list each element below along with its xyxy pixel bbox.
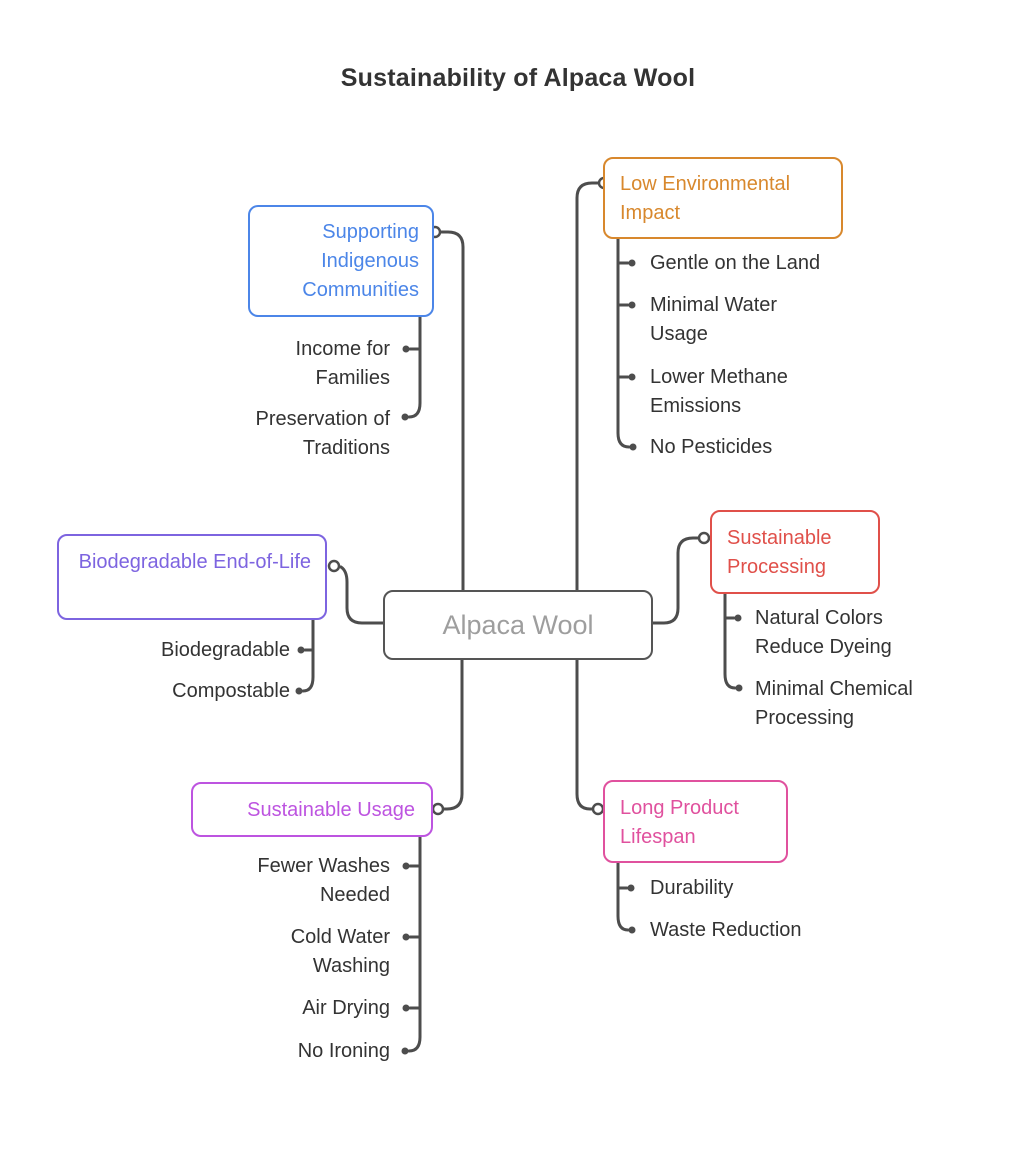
branch-label: Sustainable Usage: [247, 799, 415, 821]
branch-label: Low Environmental Impact: [620, 173, 791, 224]
center-node-alpaca-wool: Alpaca Wool: [383, 590, 653, 660]
leaf-natural-colors-reduce-dyeing: Natural Colors Reduce Dyeing: [755, 607, 892, 658]
center-node-label: Alpaca Wool: [442, 609, 594, 640]
branch-box-supporting-indigenous-communities: Supporting Indigenous Communities: [248, 205, 434, 317]
edge-center-to-lifespan: [575, 658, 594, 811]
leaf-air-drying: Air Drying: [302, 997, 390, 1019]
leaf-minimal-chemical-processing: Minimal Chemical Processing: [755, 678, 913, 729]
spine-lifespan: [616, 859, 630, 932]
leaf-no-pesticides: No Pesticides: [650, 436, 773, 458]
spine-usage: [407, 835, 422, 1053]
leaf-biodegradable: Biodegradable: [161, 639, 290, 661]
leaf-fewer-washes-needed: Fewer Washes Needed: [257, 855, 390, 906]
edge-center-to-biodegradable: [339, 565, 385, 625]
branch-box-biodegradable-end-of-life: Biodegradable End-of-Life: [57, 534, 327, 620]
leaf-gentle-on-the-land: Gentle on the Land: [650, 252, 821, 274]
spine-biodegradable: [301, 618, 315, 693]
branch-label: Long Product Lifespan: [620, 797, 739, 848]
leaf-durability: Durability: [650, 877, 734, 899]
leaf-lower-methane-emissions: Lower Methane Emissions: [650, 366, 788, 417]
branch-label: Supporting Indigenous Communities: [302, 221, 419, 301]
spine-processing: [723, 592, 737, 690]
branch-box-sustainable-usage: Sustainable Usage: [191, 782, 433, 837]
leaf-income-for-families: Income for Families: [295, 338, 390, 389]
branch-label: Biodegradable End-of-Life: [78, 551, 311, 573]
leaf-waste-reduction: Waste Reduction: [650, 919, 802, 941]
edge-center-to-processing: [651, 536, 700, 625]
leaf-no-ironing: No Ironing: [297, 1040, 390, 1062]
branch-box-long-product-lifespan: Long Product Lifespan: [603, 780, 788, 863]
edge-center-to-environment: [575, 181, 600, 592]
leaf-minimal-water-usage: Minimal Water Usage: [650, 294, 778, 345]
leaf-compostable: Compostable: [172, 680, 290, 702]
branch-label: Sustainable Processing: [727, 527, 832, 578]
edge-center-to-usage: [442, 658, 464, 811]
spine-supporting: [407, 315, 422, 419]
branch-box-low-environmental-impact: Low Environmental Impact: [603, 157, 843, 239]
leaf-cold-water-washing: Cold Water Washing: [290, 926, 390, 977]
spine-environment: [616, 237, 631, 449]
branch-box-sustainable-processing: Sustainable Processing: [710, 510, 880, 594]
diagram-title: Sustainability of Alpaca Wool: [340, 64, 696, 92]
edge-center-to-supporting: [439, 230, 465, 592]
leaf-preservation-of-traditions: Preservation of Traditions: [255, 408, 390, 459]
